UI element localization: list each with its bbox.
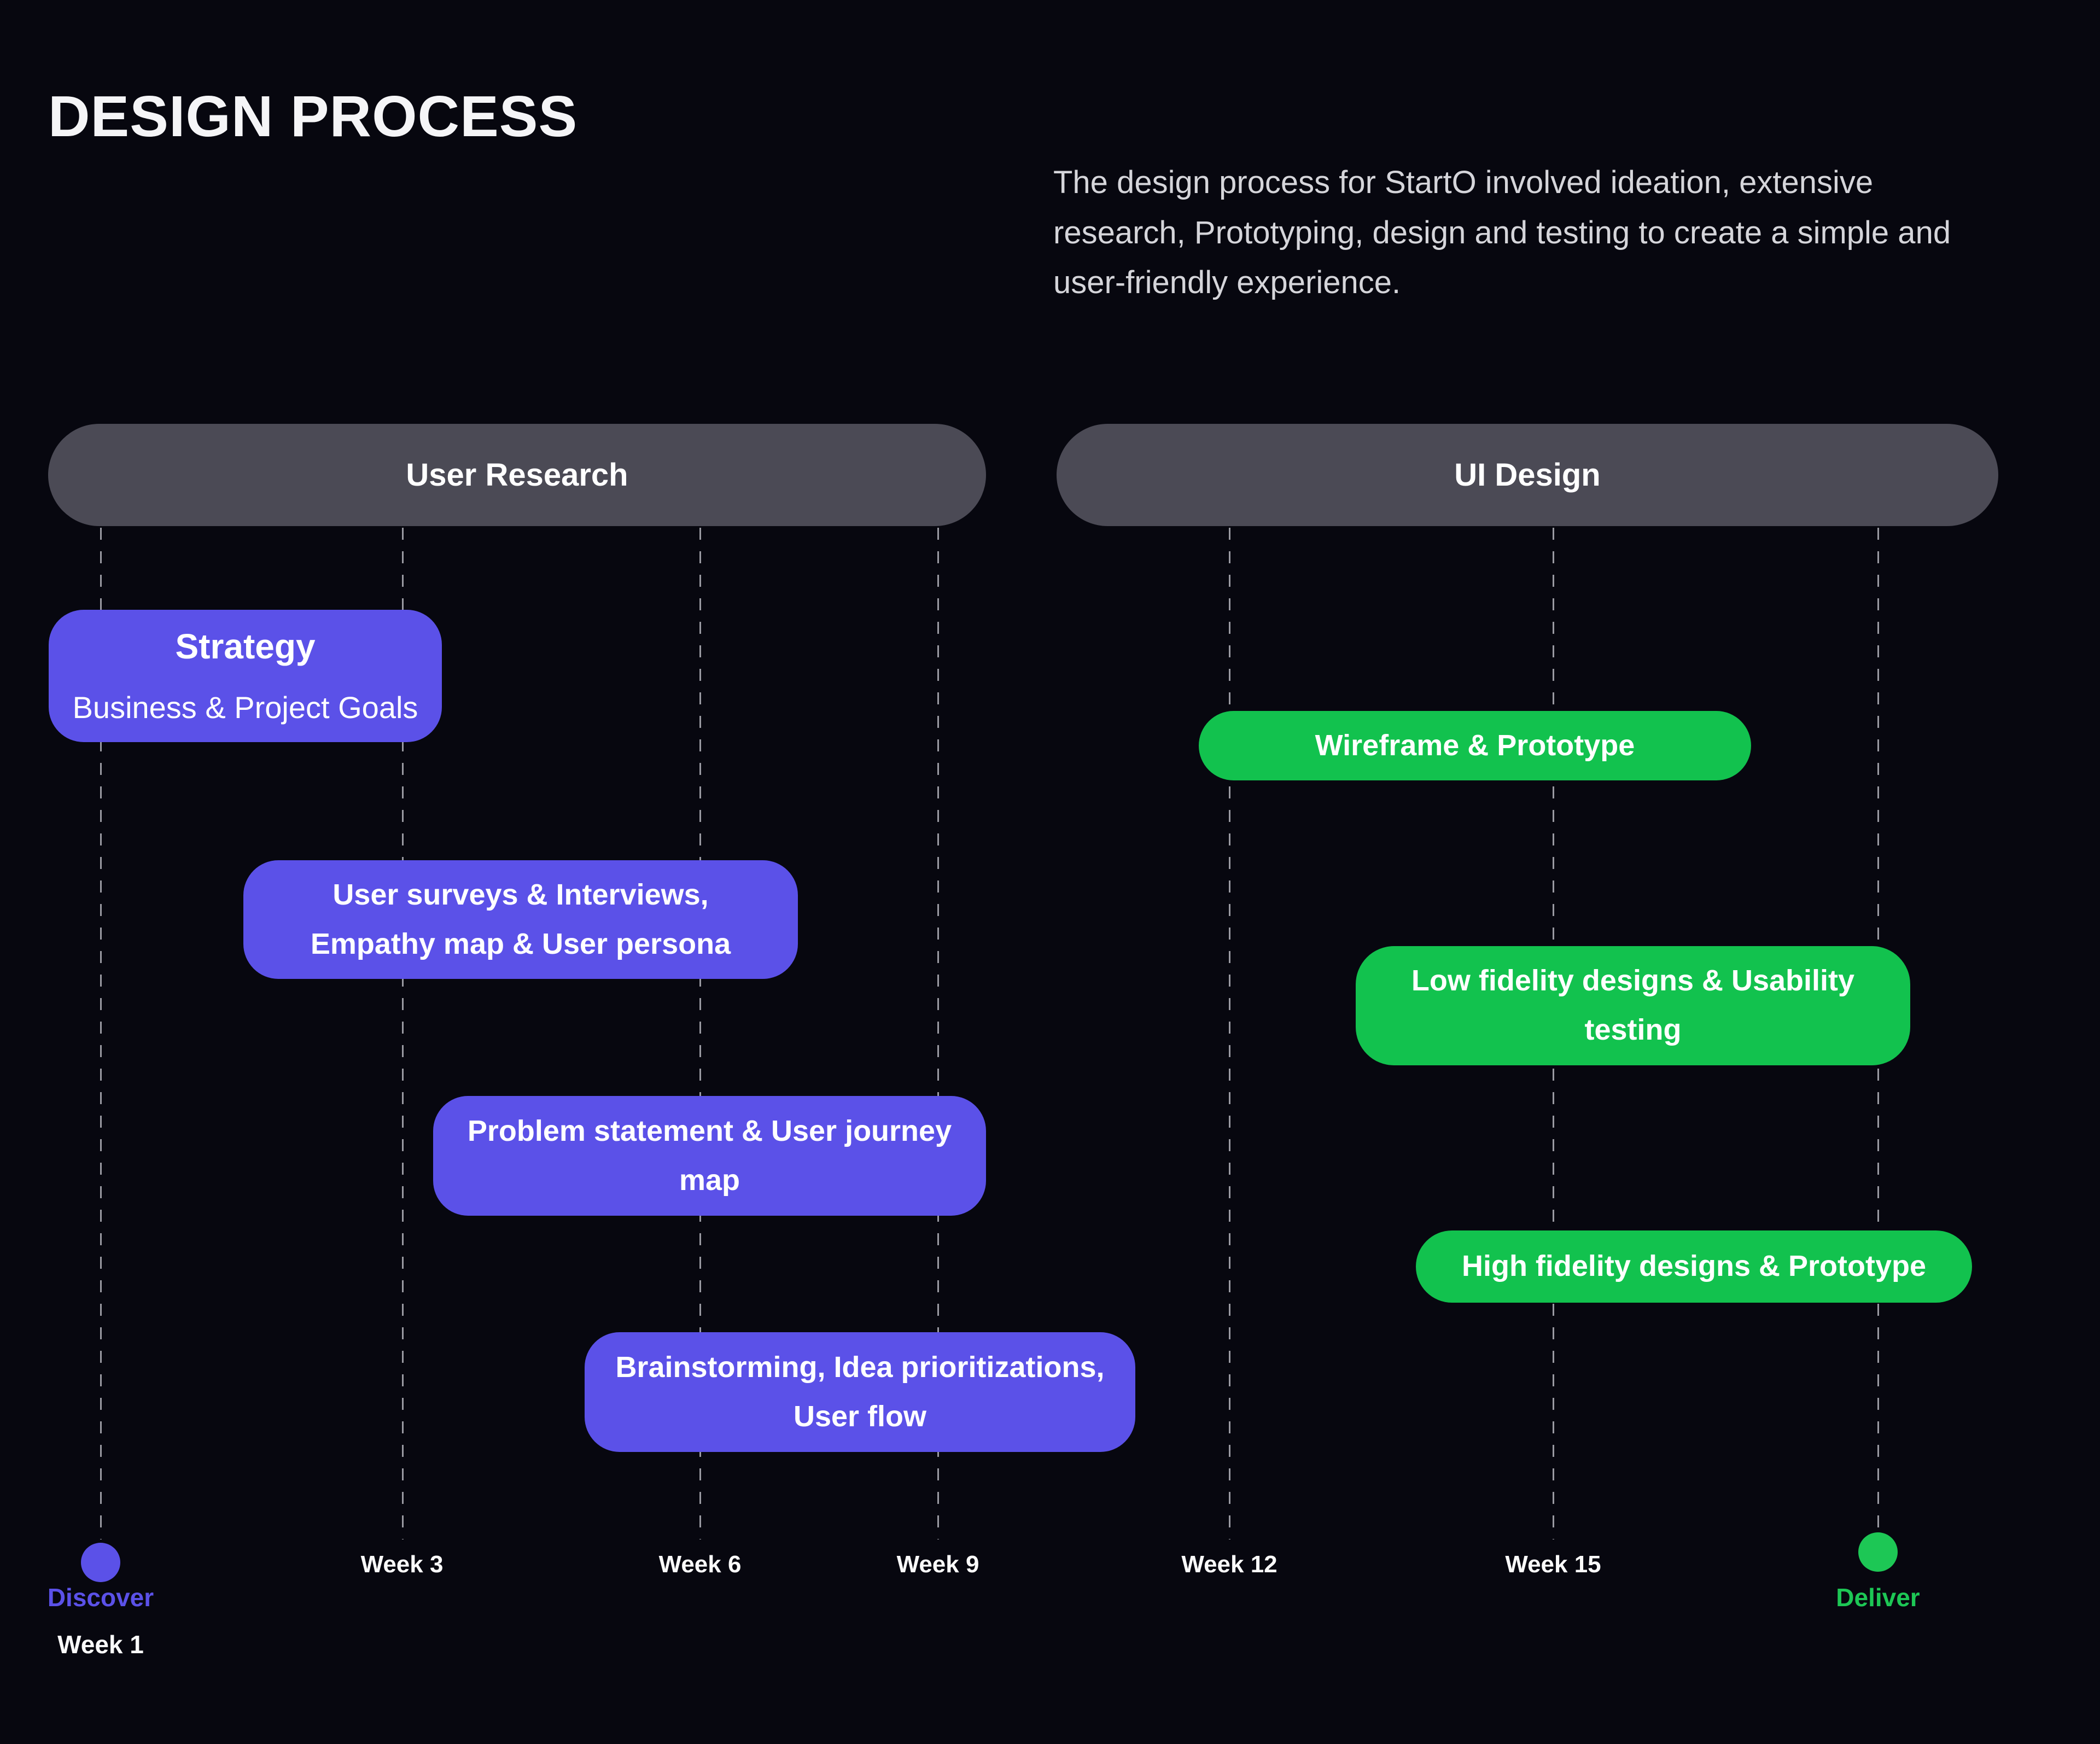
task-low-fidelity: Low fidelity designs & Usability testing	[1356, 946, 1910, 1065]
section-header-user-research: User Research	[48, 424, 986, 526]
deliver-milestone-dot	[1858, 1532, 1898, 1572]
task-brainstorming: Brainstorming, Idea prioritizations, Use…	[585, 1332, 1135, 1452]
axis-label-week-15: Week 15	[1505, 1551, 1601, 1578]
axis-label-week-9: Week 9	[896, 1551, 979, 1578]
axis-label-week-6: Week 6	[658, 1551, 742, 1578]
task-label-line: map	[679, 1163, 740, 1197]
discover-milestone-dot	[81, 1543, 120, 1582]
task-wireframe-prototype: Wireframe & Prototype	[1199, 711, 1751, 780]
milestone-label-discover: Discover	[47, 1583, 154, 1612]
section-header-label: User Research	[406, 457, 628, 493]
gridline-week-3	[402, 528, 404, 1539]
task-label-line: User surveys & Interviews,	[332, 878, 709, 911]
gridline-week-1	[100, 528, 102, 1539]
gridline-week-6	[699, 528, 701, 1539]
axis-label-week-3: Week 3	[360, 1551, 444, 1578]
intro-description: The design process for StartO involved i…	[1053, 165, 1951, 301]
milestone-label-deliver: Deliver	[1836, 1583, 1920, 1612]
page-title: DESIGN PROCESS	[48, 84, 578, 149]
section-header-label: UI Design	[1454, 457, 1601, 493]
task-heading: Strategy	[175, 627, 316, 666]
task-label-line: Problem statement & User journey	[467, 1114, 952, 1147]
gridline-week-12	[1229, 528, 1230, 1539]
axis-label-week-1: Week 1	[57, 1630, 144, 1659]
task-label-line: Wireframe & Prototype	[1315, 728, 1635, 762]
task-label-line: User flow	[793, 1399, 927, 1433]
task-subtitle: Business & Project Goals	[72, 690, 418, 725]
task-high-fidelity: High fidelity designs & Prototype	[1416, 1230, 1972, 1303]
axis-label-week-12: Week 12	[1181, 1551, 1278, 1578]
task-label-line: Low fidelity designs & Usability	[1411, 964, 1855, 998]
task-user-surveys: User surveys & Interviews, Empathy map &…	[243, 860, 798, 979]
gridline-week-9	[937, 528, 939, 1539]
task-label-line: Brainstorming, Idea prioritizations,	[615, 1350, 1105, 1384]
task-label-line: High fidelity designs & Prototype	[1461, 1250, 1927, 1283]
section-header-ui-design: UI Design	[1057, 424, 1998, 526]
task-strategy: Strategy Business & Project Goals	[49, 610, 442, 742]
task-label-line: Empathy map & User persona	[310, 927, 731, 960]
task-label-line: testing	[1584, 1013, 1682, 1046]
task-problem-statement: Problem statement & User journey map	[433, 1096, 986, 1216]
